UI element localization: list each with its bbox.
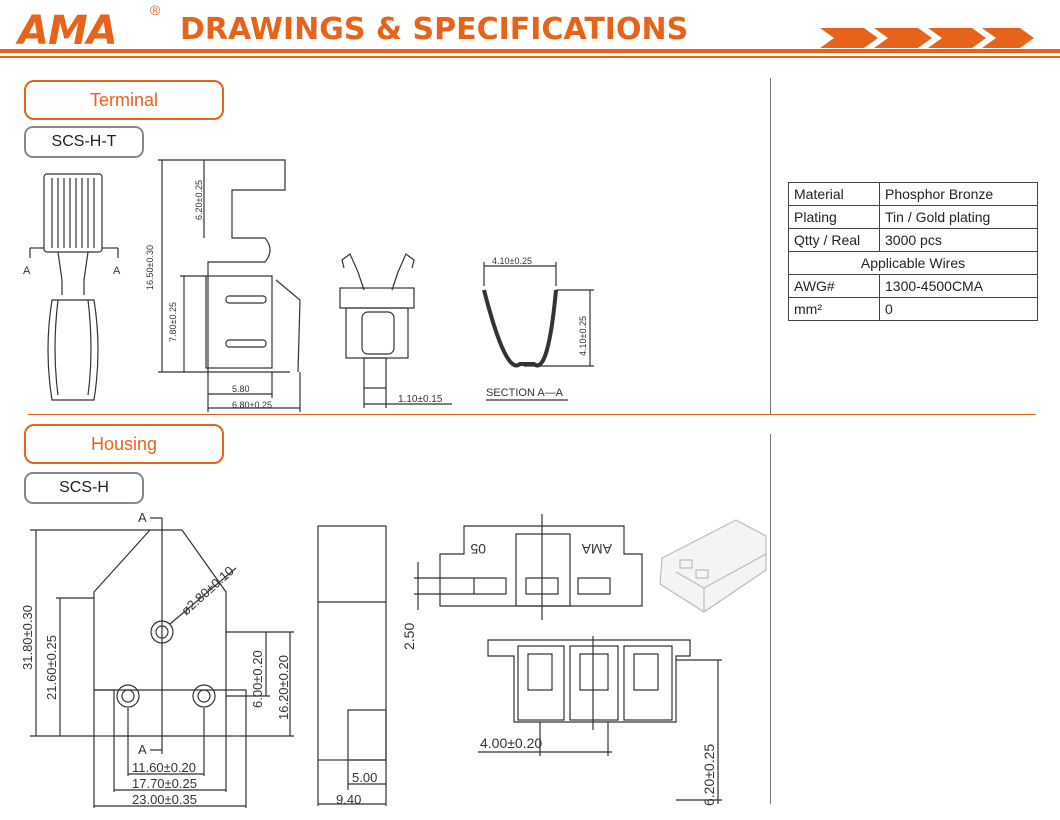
housing-front-view bbox=[30, 517, 294, 808]
dim-label: 31.80±0.30 bbox=[20, 605, 35, 670]
dim-label: 9.40 bbox=[336, 792, 361, 807]
table-cell: Plating bbox=[788, 205, 880, 229]
table-row: mm² 0 bbox=[788, 297, 1038, 321]
cut-label-a: A bbox=[113, 265, 121, 277]
table-cell: mm² bbox=[788, 297, 880, 321]
terminal-part-number: SCS-H-T bbox=[24, 126, 144, 158]
housing-bottom-view bbox=[478, 636, 722, 804]
dim-label: 2.50 bbox=[401, 623, 417, 650]
housing-mark-05: 05 bbox=[470, 541, 486, 557]
terminal-drawing: A A 6.20±0.25 16.50±0.30 7.80±0.25 5.80 … bbox=[23, 159, 594, 412]
table-row: Material Phosphor Bronze bbox=[788, 182, 1038, 206]
cut-label-a: A bbox=[138, 510, 147, 525]
dim-label: 6.00±0.20 bbox=[250, 650, 265, 708]
page-header: AMA ® DRAWINGS & SPECIFICATIONS bbox=[0, 0, 1060, 60]
spec-table: Material Phosphor Bronze Plating Tin / G… bbox=[788, 182, 1038, 321]
terminal-top-view bbox=[29, 173, 119, 401]
table-row: Qtty / Real 3000 pcs bbox=[788, 228, 1038, 252]
dim-label: 5.80 bbox=[232, 384, 250, 394]
section-divider-vertical bbox=[770, 434, 771, 804]
housing-3d-view bbox=[659, 519, 767, 613]
terminal-front-view bbox=[339, 253, 452, 408]
dim-label: 4.10±0.25 bbox=[492, 256, 532, 266]
dim-label: 7.80±0.25 bbox=[168, 302, 178, 342]
dim-label: 5.00 bbox=[352, 770, 377, 785]
dim-label: 6.20±0.25 bbox=[194, 180, 204, 220]
section-divider-horizontal bbox=[28, 414, 1036, 415]
housing-mark-ama: AMA bbox=[581, 541, 612, 557]
table-row: AWG# 1300-4500CMA bbox=[788, 274, 1038, 298]
housing-side-view bbox=[317, 525, 387, 806]
table-row: Applicable Wires bbox=[788, 251, 1038, 275]
chevron-arrows-icon bbox=[820, 28, 1034, 48]
dim-label: 21.60±0.25 bbox=[44, 635, 59, 700]
dim-label: 4.10±0.25 bbox=[578, 316, 588, 356]
dim-label: 23.00±0.35 bbox=[132, 792, 197, 807]
section-divider-vertical bbox=[770, 78, 771, 414]
dim-label: 4.00±0.20 bbox=[480, 735, 542, 751]
dim-label: 16.20±0.20 bbox=[276, 655, 291, 720]
dim-label: 1.10±0.15 bbox=[398, 394, 443, 405]
housing-drawing: A A 31.80±0.30 21.60±0.25 ø2.80±0.10 6.0… bbox=[20, 510, 767, 808]
header-rule-thin bbox=[0, 56, 1060, 58]
table-cell: AWG# bbox=[788, 274, 880, 298]
table-cell: Phosphor Bronze bbox=[879, 182, 1038, 206]
table-cell: Material bbox=[788, 182, 880, 206]
dim-label: 6.20±0.25 bbox=[701, 744, 717, 806]
registered-mark: ® bbox=[150, 2, 161, 18]
table-cell: 0 bbox=[879, 297, 1038, 321]
terminal-section-view bbox=[482, 262, 594, 401]
terminal-side-view bbox=[158, 159, 301, 412]
dim-label: 6.80±0.25 bbox=[232, 400, 272, 410]
page-title: DRAWINGS & SPECIFICATIONS bbox=[180, 12, 689, 47]
housing-top-view bbox=[414, 514, 643, 620]
table-row: Plating Tin / Gold plating bbox=[788, 205, 1038, 229]
dim-label: ø2.80±0.10 bbox=[178, 563, 237, 618]
table-cell: 3000 pcs bbox=[879, 228, 1038, 252]
section-title: SECTION A—A bbox=[486, 387, 564, 399]
housing-part-number: SCS-H bbox=[24, 472, 144, 504]
dim-label: 17.70±0.25 bbox=[132, 776, 197, 791]
dim-label: 16.50±0.30 bbox=[145, 245, 155, 290]
header-rule bbox=[0, 49, 1060, 53]
dim-label: 11.60±0.20 bbox=[132, 760, 196, 775]
cut-label-a: A bbox=[138, 742, 147, 757]
housing-section-label: Housing bbox=[24, 424, 224, 464]
brand-logo: AMA bbox=[18, 8, 118, 54]
terminal-section-label: Terminal bbox=[24, 80, 224, 120]
table-heading: Applicable Wires bbox=[788, 251, 1038, 275]
table-cell: Tin / Gold plating bbox=[879, 205, 1038, 229]
table-cell: Qtty / Real bbox=[788, 228, 880, 252]
table-cell: 1300-4500CMA bbox=[879, 274, 1038, 298]
cut-label-a: A bbox=[23, 265, 31, 277]
